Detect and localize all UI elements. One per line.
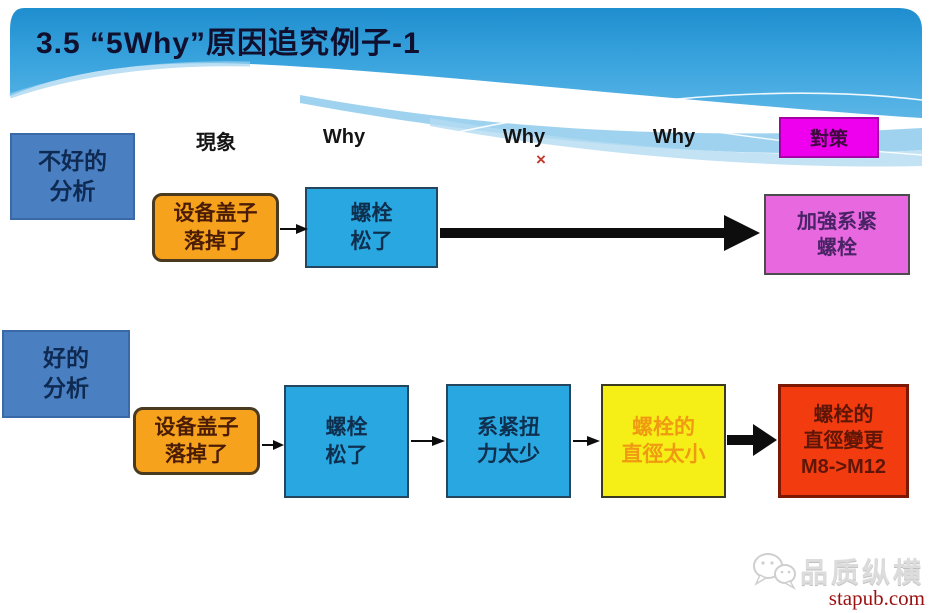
brand-logo-text: 品质纵横 <box>800 557 925 588</box>
column-header-phenomenon: 現象 <box>196 132 236 154</box>
good-countermeasure-box: 螺栓的 直徑變更 M8->M12 <box>778 384 909 498</box>
reject-x-mark: × <box>536 150 546 169</box>
banner-line-1 <box>429 92 923 139</box>
bad-why1-box: 螺栓 松了 <box>305 187 438 268</box>
bad-phenomenon-box: 设备盖子 落掉了 <box>152 193 279 262</box>
bad-analysis-label: 不好的 分析 <box>10 133 135 220</box>
column-header-why-1: Why <box>322 126 366 148</box>
bad-countermeasure-box: 加強系紧 螺栓 <box>764 194 910 275</box>
good-phenomenon-box: 设备盖子 落掉了 <box>133 407 260 475</box>
arrow-good-phen-why1 <box>262 440 284 450</box>
thick-arrow-bad-countermeasure <box>440 215 760 251</box>
banner-main-shape <box>10 8 922 118</box>
good-why2-box: 系紧扭 力太少 <box>446 384 571 498</box>
good-analysis-label: 好的 分析 <box>2 330 130 418</box>
site-url: stapub.com <box>828 586 925 610</box>
column-header-why-2: Why <box>502 126 546 148</box>
slide-title: 3.5 “5Why”原因追究例子-1 <box>36 27 421 60</box>
good-why3-box: 螺栓的 直徑太小 <box>601 384 726 498</box>
arrow-good-why2-why3 <box>573 436 600 446</box>
banner-edge-glow <box>9 61 251 99</box>
good-why1-box: 螺栓 松了 <box>284 385 409 498</box>
thick-arrow-good-countermeasure <box>727 424 777 456</box>
column-header-countermeasure: 對策 <box>779 117 879 158</box>
arrow-bad-phen-why1 <box>280 224 308 234</box>
arrow-good-why1-why2 <box>411 436 445 446</box>
column-header-why-3: Why <box>652 126 696 148</box>
